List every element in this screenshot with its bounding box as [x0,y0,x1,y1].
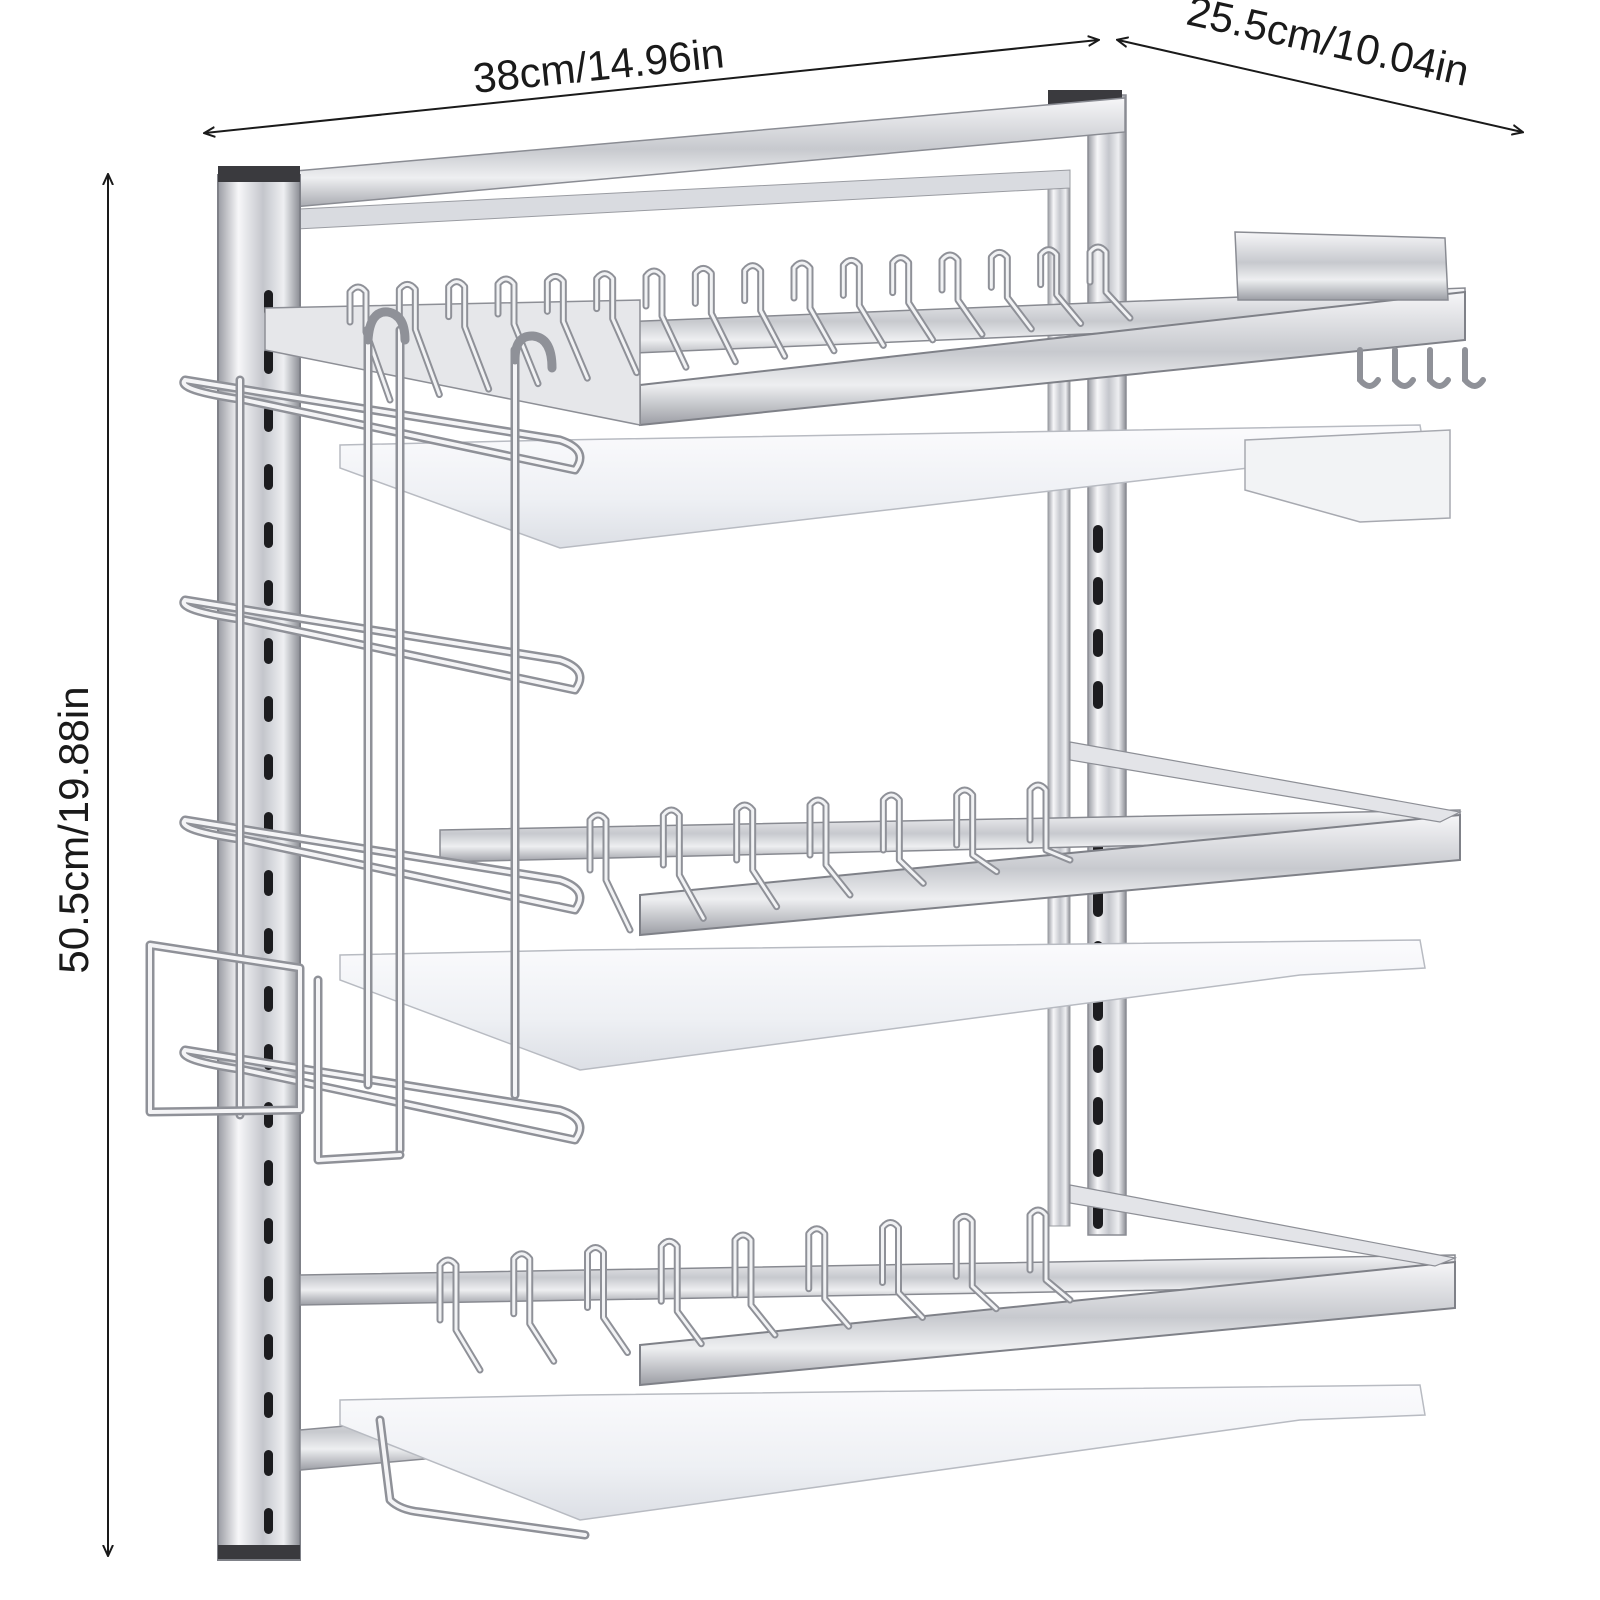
depth-label: 25.5cm/10.04in [1183,0,1474,95]
utensil-holder [1234,231,1451,523]
shelf-top [264,231,1486,549]
knife-holder [145,940,405,1165]
side-organizer [145,307,590,1540]
height-label: 50.5cm/19.88in [50,686,97,973]
width-label: 38cm/14.96in [471,29,727,102]
shelf-middle [339,741,1462,1071]
utensil-hooks [1357,347,1486,389]
drip-tray-bottom [339,1384,1426,1521]
left-cap [218,166,300,182]
depth-dimension: 25.5cm/10.04in [1118,0,1522,132]
height-dimension: 50.5cm/19.88in [50,175,108,1555]
drip-tray-middle [339,939,1426,1071]
shelf-bottom [299,1184,1458,1521]
